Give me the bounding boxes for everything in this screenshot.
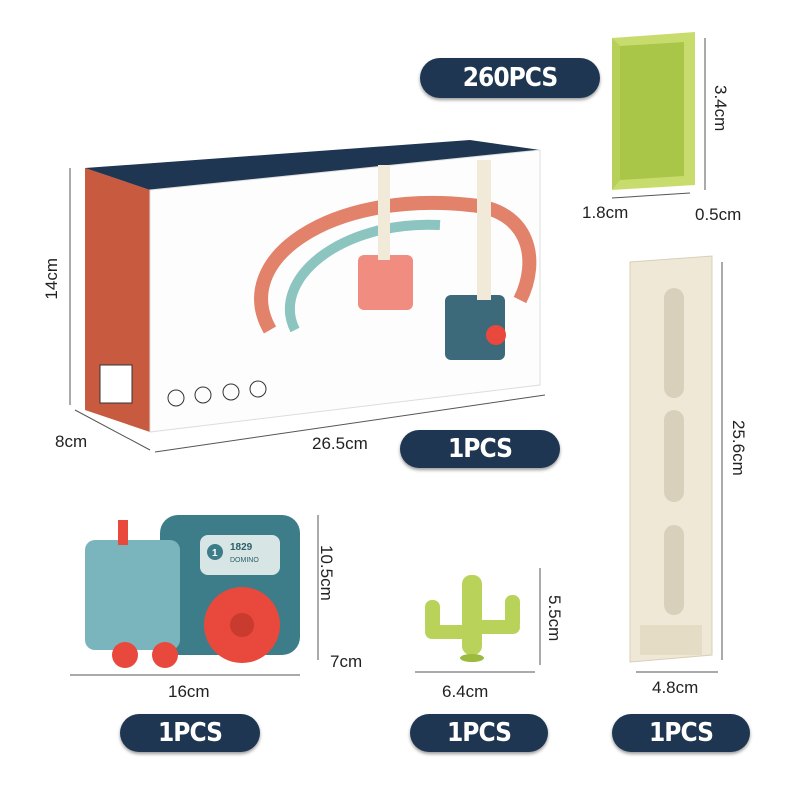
dimension-height: 10.5cm [317,545,336,601]
svg-text:1: 1 [212,548,218,559]
domino-tower-image [629,255,713,663]
quantity-badge-cactus: 1PCS [410,714,548,752]
dimension-height: 5.5cm [545,595,564,642]
dimension-height: 25.6cm [729,420,748,476]
train-image: 1829 DOMINO 1 [85,515,300,668]
dimension-height: 3.4cm [711,85,730,132]
dimension-width: 26.5cm [312,434,368,453]
dimension-depth: 8cm [55,432,88,451]
dimension-width: 16cm [168,682,210,701]
domino-tile-image [612,32,695,190]
cactus-image [425,575,520,662]
quantity-badge-box: 1PCS [400,430,560,468]
svg-text:1829: 1829 [230,542,253,553]
dimension-width: 1.8cm [582,203,629,222]
dimension-lines [69,38,723,676]
dimension-depth: 7cm [330,652,363,671]
dimension-height: 14cm [42,258,61,300]
dimension-width: 6.4cm [442,682,489,701]
quantity-badge-tower: 1PCS [612,714,750,752]
dimension-width: 4.8cm [652,678,699,697]
svg-text:DOMINO: DOMINO [230,557,259,564]
quantity-badge-domino: 260PCS [420,58,600,98]
gift-box-image [85,140,541,433]
dimension-depth: 0.5cm [695,205,742,224]
quantity-badge-train: 1PCS [120,714,260,752]
